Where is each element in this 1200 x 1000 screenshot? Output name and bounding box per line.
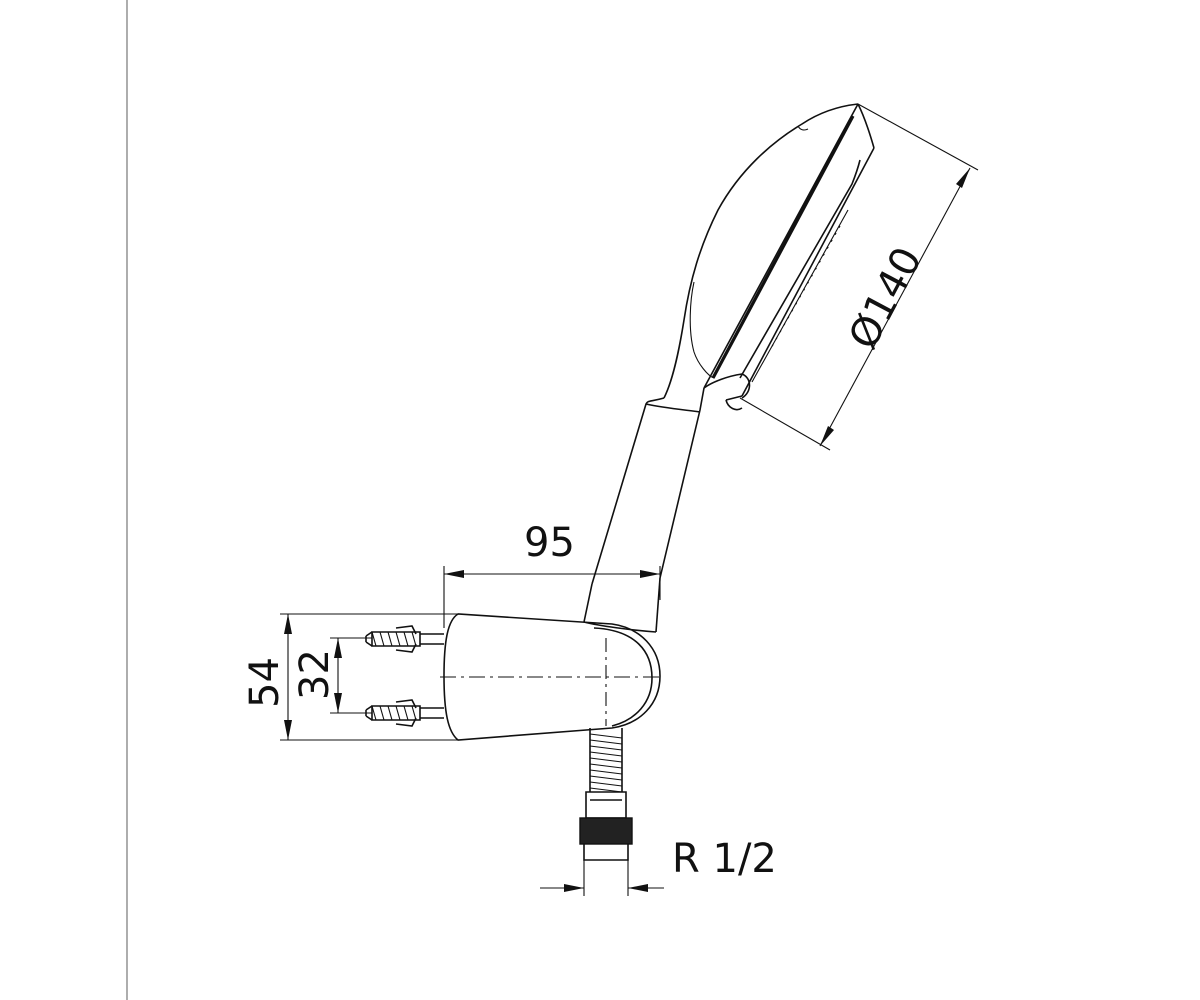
hose-nut bbox=[579, 791, 633, 861]
holder-body bbox=[440, 613, 664, 741]
hose-thread-fitting bbox=[579, 817, 633, 845]
hose-spring bbox=[589, 728, 623, 793]
shower-handle bbox=[583, 387, 705, 633]
thread-label: R 1/2 bbox=[672, 836, 777, 882]
dimension-thread: R 1/2 bbox=[540, 836, 777, 896]
dimension-diameter: Ø140 bbox=[739, 103, 979, 451]
width-label: 95 bbox=[524, 520, 575, 566]
shower-head bbox=[663, 103, 875, 411]
height-inner-label: 32 bbox=[292, 649, 338, 700]
dimension-height-outer: 54 bbox=[242, 613, 458, 741]
diameter-label: Ø140 bbox=[840, 240, 931, 357]
upper-wall-anchor bbox=[365, 625, 444, 653]
lower-wall-anchor bbox=[365, 699, 444, 727]
dimension-height-inner: 32 bbox=[292, 637, 372, 714]
dimension-width: 95 bbox=[443, 520, 661, 628]
height-outer-label: 54 bbox=[242, 657, 288, 708]
